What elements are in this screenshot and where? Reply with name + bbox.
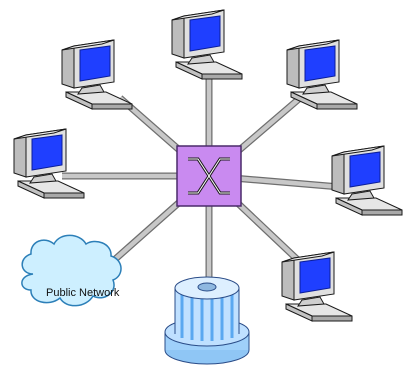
computer-top-center <box>171 9 243 80</box>
computer-top-right <box>286 39 358 110</box>
computer-right <box>331 145 403 216</box>
storage-cylinder <box>164 276 250 365</box>
public-network-cloud: Public Network <box>21 234 122 307</box>
cloud-label: Public Network <box>46 287 120 299</box>
computer-top-left <box>61 39 133 110</box>
computer-bottom-right <box>281 251 353 322</box>
switch-hub <box>176 145 242 207</box>
computer-left <box>13 128 85 199</box>
